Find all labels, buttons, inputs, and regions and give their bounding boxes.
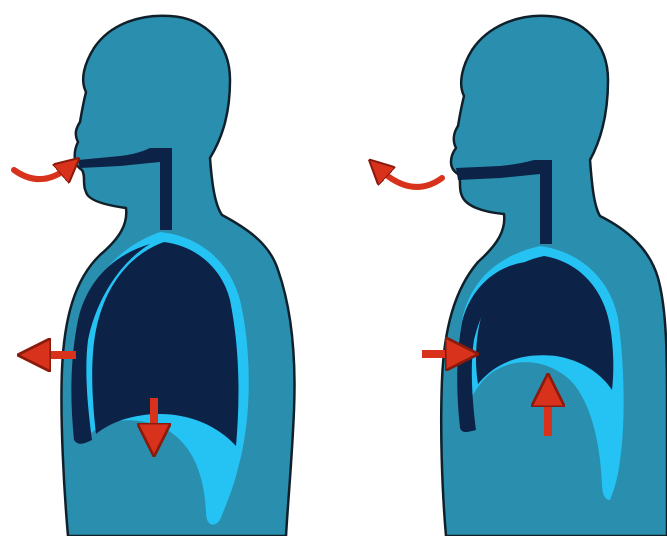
inhalation-figure <box>14 16 294 536</box>
curved-arrow-icon <box>14 166 70 179</box>
exhalation-figure <box>378 16 667 536</box>
curved-arrow-icon <box>378 168 442 187</box>
